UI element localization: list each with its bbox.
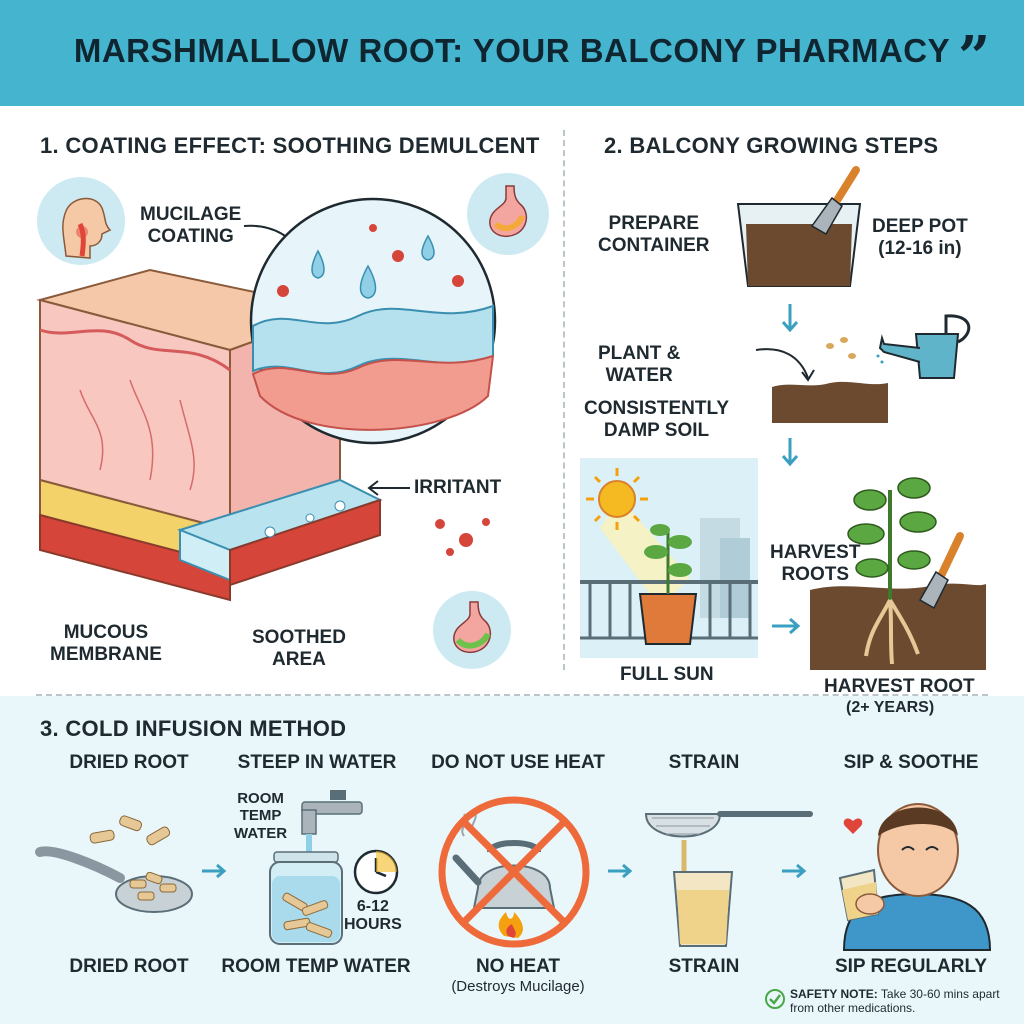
plant-water-label: PLANT & WATER — [598, 343, 681, 386]
faucet-jar-icon — [269, 790, 363, 945]
header-banner — [0, 0, 1024, 106]
safety-note: SAFETY NOTE: Take 30-60 mins apart from … — [790, 987, 1010, 1016]
room-temp-water-label: ROOM TEMP WATER — [234, 790, 288, 842]
magnified-coating-circle — [249, 197, 497, 445]
harvest-plant-icon — [810, 477, 986, 670]
irritant-arrow — [367, 480, 410, 496]
step2-top-label: STEEP IN WATER — [237, 752, 397, 773]
step4-bottom-label: STRAIN — [668, 956, 740, 977]
hours-label: 6-12 HOURS — [344, 898, 402, 934]
section-divider-horizontal — [36, 694, 988, 696]
safety-note-title: SAFETY NOTE: — [790, 987, 878, 1001]
seeds-icon — [826, 337, 856, 359]
step3-bottom-sublabel: (Destroys Mucilage) — [451, 978, 585, 995]
soil-bed-icon — [772, 381, 888, 423]
method-arrow-1 — [202, 863, 227, 879]
soothed-area-label: SOOTHED AREA — [252, 627, 346, 670]
watering-can-icon — [876, 314, 971, 379]
sun-icon — [586, 468, 648, 530]
dried-root-spoon-icon — [35, 815, 193, 913]
irritant-particles-icon — [435, 518, 490, 556]
safety-note-text: Take 30-60 mins apart from other medicat… — [790, 987, 1000, 1016]
harvest-years-label: (2+ YEARS) — [846, 699, 935, 716]
step-arrow-down-1 — [781, 304, 799, 333]
harvest-roots-label: HARVEST ROOTS — [770, 542, 861, 585]
heart-icon — [843, 818, 863, 834]
step5-top-label: SIP & SOOTHE — [843, 752, 979, 773]
quote-mark-icon: ” — [958, 24, 991, 90]
method-arrow-2 — [608, 863, 633, 879]
section3-background — [0, 696, 1024, 1024]
page-title: MARSHMALLOW ROOT: YOUR BALCONY PHARMACY — [73, 32, 951, 69]
person-sipping-icon — [838, 803, 992, 951]
step3-bottom-label: NO HEAT — [475, 956, 561, 977]
stomach-soothed-icon — [433, 591, 511, 669]
section1-title: 1. COATING EFFECT: SOOTHING DEMULCENT — [40, 133, 540, 158]
deep-pot-label: DEEP POT (12-16 in) — [872, 216, 968, 259]
check-icon — [765, 989, 785, 1009]
section-divider-vertical — [563, 130, 565, 670]
stomach-icon — [467, 173, 549, 255]
throat-icon — [37, 177, 125, 265]
mucous-membrane-label: MUCOUS MEMBRANE — [50, 622, 162, 665]
harvest-root-label: HARVEST ROOT — [824, 676, 975, 697]
section2-title: 2. BALCONY GROWING STEPS — [604, 133, 939, 158]
strainer-icon — [644, 811, 813, 947]
damp-soil-label: CONSISTENTLY DAMP SOIL — [584, 398, 729, 441]
step-arrow-down-2 — [781, 438, 799, 467]
trowel-icon — [810, 166, 860, 236]
plant-arrow — [755, 348, 815, 382]
method-arrow-3 — [782, 863, 807, 879]
step1-top-label: DRIED ROOT — [69, 752, 189, 773]
mucilage-coating-label: MUCILAGE COATING — [140, 204, 242, 247]
section3-title: 3. COLD INFUSION METHOD — [40, 716, 347, 741]
step5-bottom-label: SIP REGULARLY — [834, 956, 988, 977]
prepare-container-label: PREPARE CONTAINER — [598, 213, 710, 256]
step2-bottom-label: ROOM TEMP WATER — [221, 956, 411, 977]
step-arrow-right-harvest — [772, 617, 801, 635]
step4-top-label: STRAIN — [668, 752, 740, 773]
irritant-label: IRRITANT — [414, 477, 502, 498]
full-sun-label: FULL SUN — [620, 664, 714, 685]
no-heat-kettle-icon — [438, 796, 590, 948]
step1-bottom-label: DRIED ROOT — [69, 956, 189, 977]
clock-icon — [353, 849, 399, 895]
step3-top-label: DO NOT USE HEAT — [431, 752, 605, 773]
